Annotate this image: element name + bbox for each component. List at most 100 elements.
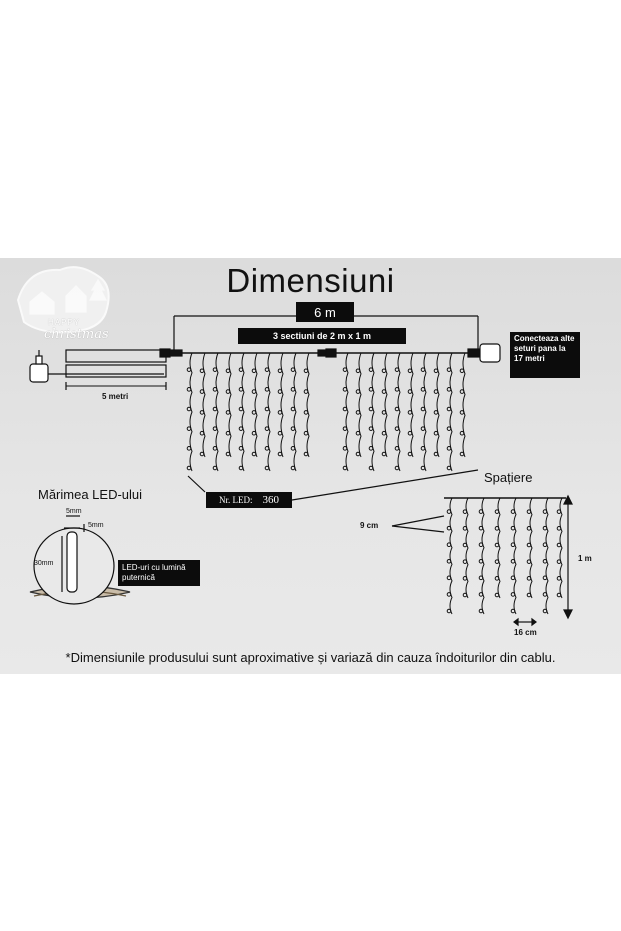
- led-bulb: [394, 387, 400, 392]
- led-bulb: [264, 406, 270, 412]
- snowy-house-logo: [16, 266, 110, 334]
- led-bulb: [381, 368, 387, 374]
- height-label: 1 m: [578, 554, 592, 563]
- led-bulb: [355, 410, 361, 415]
- led-bulb: [407, 410, 413, 415]
- led-bulb: [510, 575, 516, 581]
- led-bulb: [446, 558, 452, 564]
- led-bulb: [446, 542, 452, 548]
- spacing-strand: [446, 497, 453, 615]
- sections-box: 3 sectiuni de 2 m x 1 m: [238, 328, 406, 344]
- led-bulb: [199, 368, 205, 374]
- led-bulb: [556, 509, 562, 514]
- led-bulb: [225, 410, 231, 415]
- led-bulb: [420, 426, 426, 431]
- led-bulb: [446, 575, 452, 581]
- led-bulb: [542, 608, 548, 614]
- led-bulb: [446, 367, 452, 372]
- led-bulb: [446, 426, 452, 431]
- led-bulb: [381, 451, 387, 457]
- light-strand: [251, 352, 258, 458]
- vertical-gap-label: 9 cm: [360, 521, 379, 530]
- led-bulb: [381, 389, 387, 394]
- led-bulb: [556, 576, 562, 581]
- led-bulb: [342, 367, 348, 372]
- led-bulb: [368, 406, 374, 412]
- led-bulb: [542, 542, 548, 548]
- led-bulb: [446, 465, 452, 471]
- led-bulb: [510, 608, 516, 614]
- led-bulb: [478, 509, 484, 514]
- led-bulb: [446, 608, 452, 614]
- led-bulb: [394, 465, 400, 471]
- led-bulb: [462, 542, 468, 548]
- led-bulb: [462, 592, 468, 598]
- led-bulb: [459, 451, 465, 457]
- led-bulb: [277, 368, 283, 374]
- led-bulb: [510, 509, 516, 514]
- spacing-strand: [526, 497, 533, 599]
- led-bulb: [407, 430, 413, 436]
- led-bulb: [542, 509, 548, 514]
- led-bulb: [420, 465, 426, 471]
- led-top-label: 5mm: [88, 522, 104, 529]
- strong-light-label: LED-uri cu lumină puternică: [122, 563, 186, 582]
- led-size-heading: Mărimea LED-ului: [38, 487, 143, 502]
- led-bulb: [420, 387, 426, 392]
- led-bulb: [556, 592, 562, 598]
- led-bulb: [225, 451, 231, 457]
- led-bulb: [478, 575, 484, 581]
- led-bulb: [494, 559, 500, 564]
- led-bulb: [381, 430, 387, 436]
- light-strand: [446, 352, 453, 472]
- led-bulb: [368, 387, 374, 392]
- led-height-label: 30mm: [34, 560, 54, 567]
- total-width-label: 6 m: [314, 304, 336, 320]
- led-bulb: [212, 465, 218, 471]
- spacing-strand: [510, 497, 517, 615]
- led-bulb: [526, 526, 532, 531]
- led-bulb: [368, 465, 374, 471]
- light-strand: [290, 352, 297, 472]
- led-bulb: [478, 558, 484, 564]
- led-bulb: [556, 526, 562, 531]
- led-bulb: [494, 509, 500, 514]
- diagram-panel: [0, 258, 621, 674]
- led-bulb: [542, 592, 548, 597]
- led-bulb: [368, 367, 374, 372]
- led-bulb: [264, 465, 270, 471]
- led-bulb: [238, 465, 244, 471]
- led-bulb: [394, 367, 400, 372]
- led-bulb: [526, 509, 532, 514]
- led-bulb: [433, 430, 439, 436]
- spacing-strand: [494, 497, 501, 599]
- led-bulb: [542, 558, 548, 564]
- led-bulb: [478, 608, 484, 614]
- led-bulb: [212, 426, 218, 431]
- light-strand: [303, 352, 310, 458]
- led-bulb: [290, 367, 296, 372]
- led-bulb: [225, 368, 231, 374]
- led-bulb: [526, 592, 532, 598]
- led-bulb: [303, 389, 309, 394]
- led-bulb: [277, 410, 283, 415]
- led-bulb: [446, 387, 452, 392]
- led-bulb: [238, 387, 244, 392]
- led-bulb: [199, 410, 205, 415]
- led-bulb: [510, 525, 516, 531]
- led-bulb: [290, 387, 296, 392]
- connect-note: Conecteaza alte seturi pana la 17 metri: [514, 334, 575, 363]
- led-bulb: [186, 387, 192, 392]
- light-strand: [212, 352, 219, 472]
- led-bulb: [446, 446, 452, 451]
- led-bulb: [462, 509, 468, 514]
- led-bulb: [556, 559, 562, 564]
- led-bulb: [433, 368, 439, 374]
- led-bulb: [186, 465, 192, 471]
- light-strand: [368, 352, 375, 472]
- led-bulb: [494, 576, 500, 581]
- led-bulb: [355, 451, 361, 457]
- connect-note-box: Conecteaza alte seturi pana la 17 metri: [510, 332, 580, 378]
- led-bulb: [494, 526, 500, 531]
- light-strand: [381, 352, 388, 458]
